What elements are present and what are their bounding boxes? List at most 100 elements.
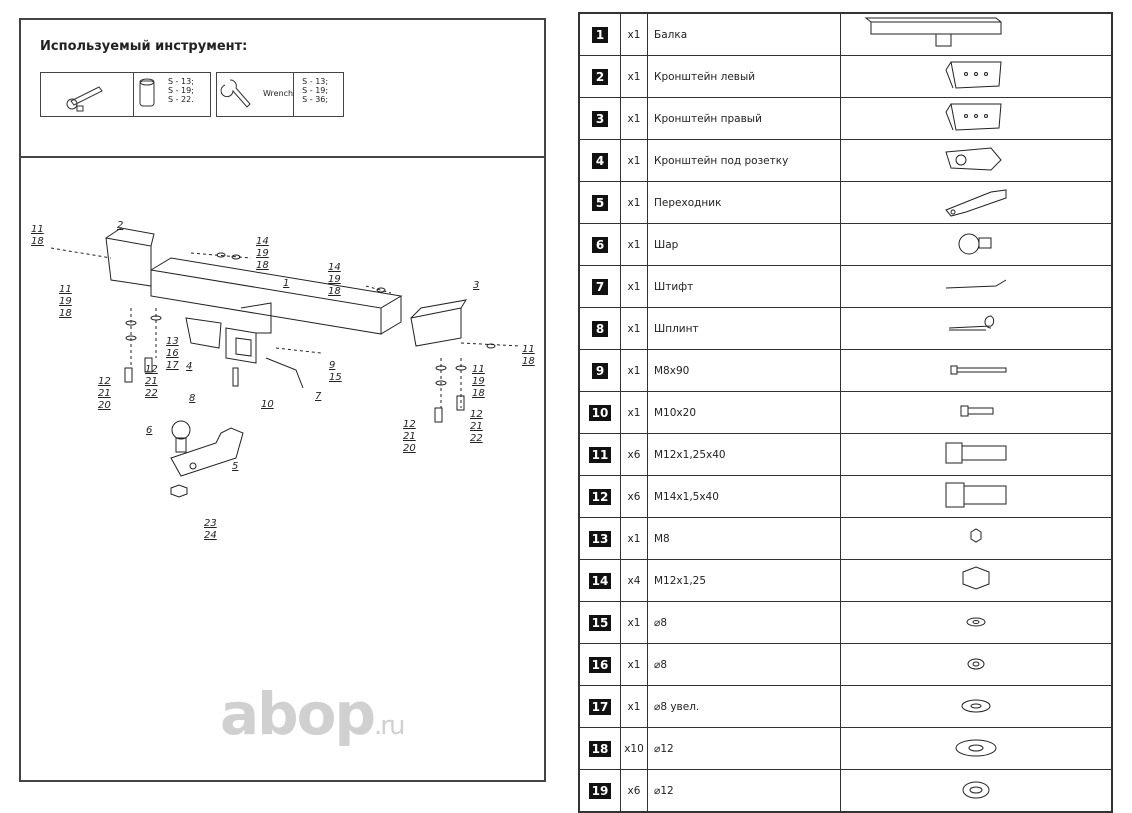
ball-icon xyxy=(958,233,992,255)
callout-number: 4 xyxy=(186,361,193,372)
part-quantity: x1 xyxy=(620,517,648,560)
callout-number: 11 xyxy=(522,344,535,355)
part-number: 11 xyxy=(588,446,612,463)
callout-number: 11 xyxy=(31,224,44,235)
part-name: Шплинт xyxy=(647,307,841,350)
callout-4: 4 xyxy=(186,361,192,373)
part-row: 10 x1 M10x20 xyxy=(578,391,1113,434)
tool-set-2: Wrench S - 13; S - 19; S - 36; xyxy=(216,72,344,117)
callout-number: 9 xyxy=(329,360,336,371)
part-name: ⌀12 xyxy=(647,727,841,770)
part-quantity: x1 xyxy=(620,643,648,686)
part-image-cell xyxy=(840,643,1113,686)
part-quantity: x4 xyxy=(620,559,648,602)
part-image-cell xyxy=(840,391,1113,434)
part-image-cell xyxy=(840,433,1113,476)
bolt-small-icon xyxy=(960,405,994,417)
part-image-cell xyxy=(840,685,1113,728)
part-number-cell: 12 xyxy=(578,475,621,518)
callout-7: 7 xyxy=(315,391,321,403)
part-number: 3 xyxy=(592,110,608,127)
part-number-cell: 15 xyxy=(578,601,621,644)
part-number: 4 xyxy=(592,152,608,169)
part-quantity: x6 xyxy=(620,433,648,476)
part-quantity: x6 xyxy=(620,475,648,518)
part-number: 16 xyxy=(588,656,612,673)
part-image-cell xyxy=(840,97,1113,140)
callout-6: 6 xyxy=(146,425,152,437)
part-number: 10 xyxy=(588,404,612,421)
callout-number: 20 xyxy=(98,400,111,411)
part-number-cell: 9 xyxy=(578,349,621,392)
size-text: S - 13; xyxy=(168,77,194,86)
nut-icon xyxy=(962,566,990,590)
callout-3: 3 xyxy=(473,280,479,292)
socket-bracket-icon xyxy=(945,147,1002,171)
part-number-cell: 4 xyxy=(578,139,621,182)
part-number-cell: 11 xyxy=(578,433,621,476)
callout-number: 7 xyxy=(315,391,322,402)
callout-number: 18 xyxy=(522,356,535,367)
callout-number: 18 xyxy=(256,260,269,271)
callout-number: 6 xyxy=(146,425,153,436)
spring-washer-icon xyxy=(962,781,990,799)
part-name: ⌀8 увел. xyxy=(647,685,841,728)
callout-number: 21 xyxy=(145,376,158,387)
callout-number: 18 xyxy=(31,236,44,247)
part-row: 4 x1 Кронштейн под розетку xyxy=(578,139,1113,182)
callout-number: 12 xyxy=(470,409,483,420)
callout-number: 23 xyxy=(204,518,217,529)
part-name: Переходник xyxy=(647,181,841,224)
callout-number: 19 xyxy=(59,296,72,307)
wrench-label: Wrench xyxy=(263,89,294,98)
part-name: M12x1,25 xyxy=(647,559,841,602)
part-name: M8 xyxy=(647,517,841,560)
adapter-icon xyxy=(945,189,1007,217)
part-number-cell: 10 xyxy=(578,391,621,434)
callout-2: 2 xyxy=(117,220,123,232)
part-row: 6 x1 Шар xyxy=(578,223,1113,266)
part-row: 15 x1 ⌀8 xyxy=(578,601,1113,644)
part-number: 15 xyxy=(588,614,612,631)
part-image-cell xyxy=(840,769,1113,813)
callout-number: 19 xyxy=(328,274,341,285)
part-number: 19 xyxy=(588,782,612,799)
part-number-cell: 1 xyxy=(578,12,621,56)
part-quantity: x1 xyxy=(620,601,648,644)
part-image-cell xyxy=(840,139,1113,182)
callout-number: 3 xyxy=(473,280,480,291)
part-quantity: x1 xyxy=(620,349,648,392)
part-number-cell: 6 xyxy=(578,223,621,266)
part-name: ⌀8 xyxy=(647,601,841,644)
callout-5: 5 xyxy=(232,461,238,473)
part-row: 12 x6 M14x1,5x40 xyxy=(578,475,1113,518)
washer-small-icon xyxy=(966,617,986,627)
callout-1: 1 xyxy=(283,278,289,290)
part-image-cell xyxy=(840,349,1113,392)
wrench-icon xyxy=(220,79,251,108)
callout-number: 8 xyxy=(189,393,196,404)
part-row: 16 x1 ⌀8 xyxy=(578,643,1113,686)
socket-sizes: S - 13; S - 19; S - 22. xyxy=(134,73,210,116)
part-image-cell xyxy=(840,265,1113,308)
callout-number: 11 xyxy=(472,364,485,375)
part-row: 8 x1 Шплинт xyxy=(578,307,1113,350)
part-row: 17 x1 ⌀8 увел. xyxy=(578,685,1113,728)
bolt-long-icon xyxy=(950,365,1007,375)
bracket-icon xyxy=(945,61,1002,89)
callout-8: 8 xyxy=(189,393,195,405)
part-image-cell xyxy=(840,559,1113,602)
callout-number: 21 xyxy=(98,388,111,399)
part-row: 7 x1 Штифт xyxy=(578,265,1113,308)
size-text: S - 36; xyxy=(302,95,329,104)
washer-icon xyxy=(961,699,991,713)
part-number-cell: 13 xyxy=(578,517,621,560)
part-row: 11 x6 M12x1,25x40 xyxy=(578,433,1113,476)
callout-number: 11 xyxy=(59,284,72,295)
